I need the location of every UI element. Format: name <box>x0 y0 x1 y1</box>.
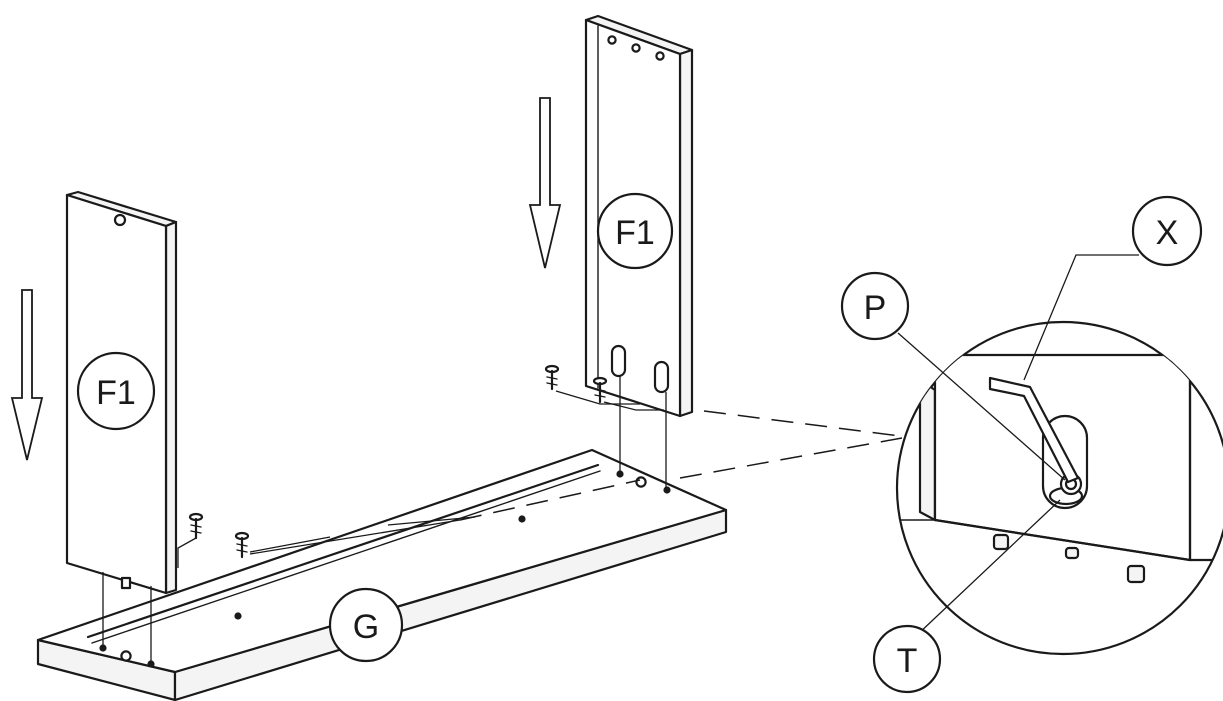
base-hole <box>234 612 242 620</box>
base-hole <box>635 476 647 488</box>
right-panel-slot <box>653 360 670 394</box>
base-hole <box>663 486 671 494</box>
detail-projection-line <box>459 479 641 521</box>
right-panel-hole <box>631 43 641 53</box>
right-screws <box>544 364 664 411</box>
detail-projection-line <box>679 437 903 479</box>
screw <box>177 512 204 568</box>
right-screw-leader <box>603 401 664 411</box>
callout-right-f1: F1 <box>596 192 674 270</box>
right-panel-hole <box>607 35 617 45</box>
label-slot: T <box>897 642 918 680</box>
right-screw-leader <box>555 390 640 405</box>
screw <box>544 364 560 391</box>
screw <box>234 531 250 559</box>
callout-left-f1: F1 <box>76 351 156 431</box>
label-right-panel: F1 <box>615 214 655 252</box>
allen-wrench <box>988 376 1080 484</box>
callout-x: X <box>1131 195 1203 267</box>
leader-t <box>916 499 1061 636</box>
leader-p <box>897 332 1066 481</box>
callout-p: P <box>840 271 910 341</box>
base-top-face <box>36 448 728 674</box>
left-screws <box>177 512 476 568</box>
down-arrow-left <box>10 289 44 461</box>
base-board <box>36 448 728 701</box>
label-base: G <box>353 608 379 646</box>
leader-x <box>1023 254 1139 381</box>
left-panel-side-edge <box>164 220 178 595</box>
detail-view <box>895 320 1223 656</box>
label-screw: P <box>864 289 887 327</box>
label-left-panel: F1 <box>96 374 136 412</box>
base-groove-inner <box>91 470 601 644</box>
callout-t: T <box>872 624 942 694</box>
detail-projection-line <box>703 410 909 438</box>
screw <box>592 376 608 404</box>
left-panel-hole <box>113 213 127 227</box>
left-screw-leader <box>249 536 331 553</box>
base-hole <box>518 515 526 523</box>
left-screw-leader <box>387 516 476 526</box>
base-hole <box>120 650 132 662</box>
right-panel-side-edge <box>678 48 694 418</box>
right-panel-hole <box>655 51 665 61</box>
callout-g: G <box>328 587 404 663</box>
left-screw-leader <box>249 519 461 555</box>
left-panel-dowel <box>120 576 132 590</box>
down-arrow-right <box>528 97 562 269</box>
right-panel-slot <box>610 344 627 378</box>
base-groove <box>86 463 600 639</box>
label-wrench: X <box>1156 214 1179 252</box>
